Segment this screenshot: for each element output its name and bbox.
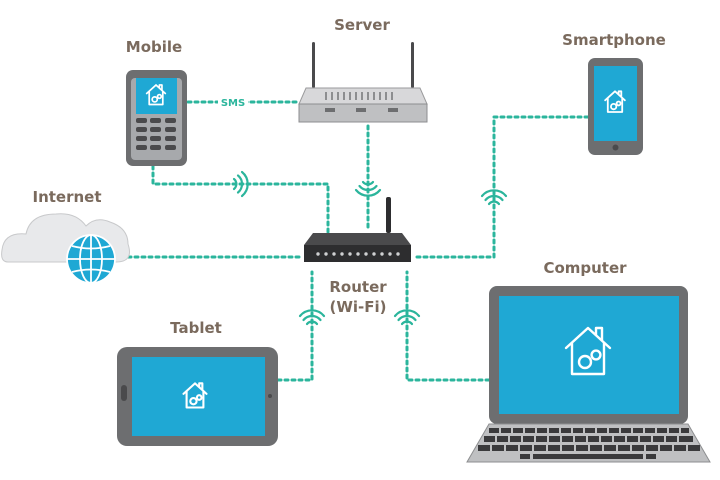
tablet-label: Tablet: [170, 319, 222, 337]
smartphone: [588, 58, 643, 155]
globe-icon: [66, 234, 116, 284]
laptop-computer: [466, 286, 711, 463]
router-label-line2: (Wi-Fi): [329, 298, 386, 316]
internet-label: Internet: [32, 188, 101, 206]
router-label-line1: Router: [329, 278, 387, 296]
server: [298, 42, 428, 123]
link-smartphone-router: [413, 115, 590, 259]
sms-label: SMS: [221, 98, 245, 109]
connections: [126, 100, 590, 382]
computer-label: Computer: [543, 259, 627, 277]
tablet: [117, 347, 278, 446]
link-mobile-router: [151, 164, 330, 237]
link-computer-router: [405, 270, 491, 382]
smartphone-label: Smartphone: [562, 31, 666, 49]
mobile-label: Mobile: [126, 38, 182, 56]
router: [304, 197, 411, 262]
mobile-phone: [126, 70, 187, 166]
link-tablet-router: [276, 270, 314, 382]
internet: [1, 213, 130, 284]
server-label: Server: [334, 16, 390, 34]
